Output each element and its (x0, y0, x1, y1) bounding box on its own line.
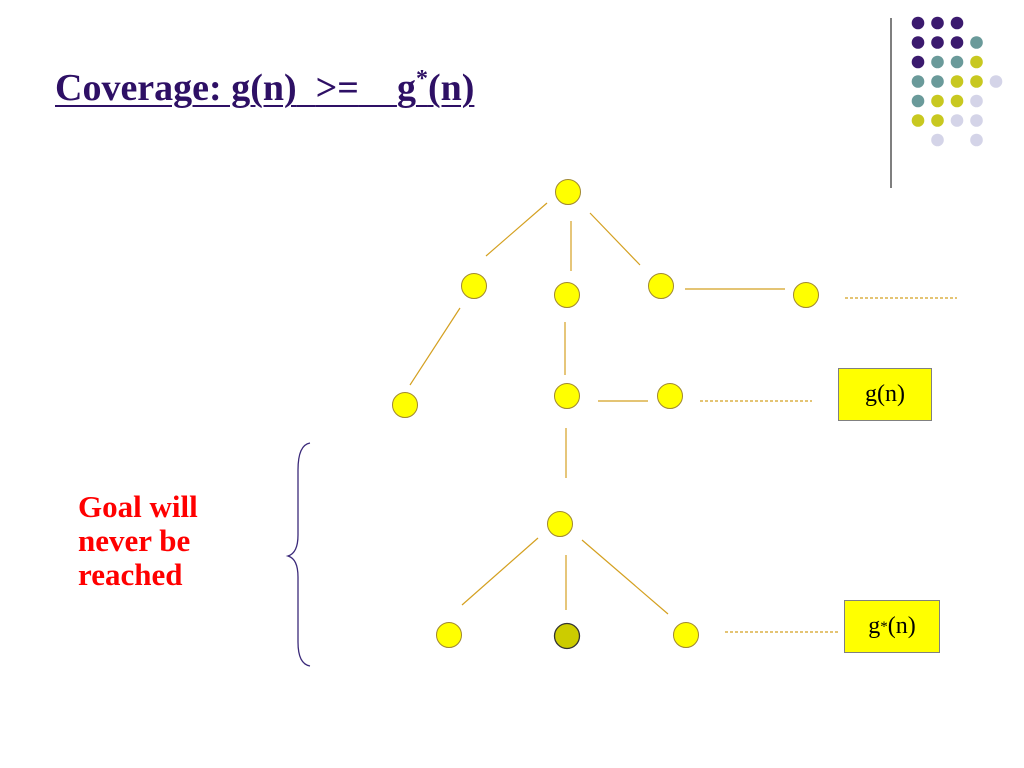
decorative-dot (989, 75, 1003, 88)
title-operator: >= (315, 67, 359, 109)
edge (589, 212, 641, 266)
slide-title: Coverage: g(n) >= g*(n) (55, 66, 474, 110)
gstar-label-tail: (n) (887, 613, 916, 639)
decorative-dot (911, 16, 925, 30)
tree-node (648, 273, 674, 299)
decorative-dot (931, 94, 944, 108)
tree-node (554, 383, 580, 409)
edge (461, 537, 539, 606)
decorative-dot (911, 55, 925, 69)
decorative-dot (931, 133, 944, 147)
decorative-dot (950, 36, 964, 49)
decorative-dot (911, 36, 925, 49)
decorative-dot (931, 55, 944, 69)
edge (409, 307, 461, 386)
decorative-dot (911, 94, 925, 108)
decorative-dot (950, 55, 964, 69)
gstar-label-base: g (868, 613, 881, 639)
edge (581, 539, 669, 615)
tree-node (657, 383, 683, 409)
curly-brace (285, 442, 311, 667)
title-rhs-tail: (n) (427, 67, 475, 109)
tree-node (673, 622, 699, 648)
decorative-dot (970, 114, 983, 127)
goal-note: Goal will never be reached (78, 489, 198, 593)
g-label-box: g(n) (838, 368, 932, 421)
decorative-dot (970, 75, 983, 88)
goal-node (553, 622, 581, 650)
tree-node (793, 282, 819, 308)
decorative-dot (970, 133, 983, 147)
decorative-dot (950, 75, 964, 88)
goal-note-line-3: reached (78, 557, 183, 593)
goal-note-line-2: never be (78, 523, 191, 559)
title-rhs-base: g (396, 67, 416, 109)
tree-node (436, 622, 462, 648)
tree-node (555, 179, 581, 205)
decorative-dot (931, 36, 944, 49)
decorative-dot (931, 114, 944, 127)
decorative-dot (970, 36, 983, 49)
tree-node (461, 273, 487, 299)
decorative-dot (950, 16, 964, 30)
title-rhs-sup: * (415, 66, 428, 92)
decorative-dot (950, 114, 964, 127)
title-main: Coverage: g(n) (55, 67, 297, 109)
decorative-dot (931, 75, 944, 88)
gstar-label-box: g*(n) (844, 600, 940, 653)
decorative-dot (970, 55, 983, 69)
tree-node (547, 511, 573, 537)
decorative-dot-grid (911, 16, 1003, 147)
goal-note-line-1: Goal will (78, 489, 198, 524)
decorative-dot (950, 94, 964, 108)
decorative-dot (931, 16, 944, 30)
decorative-dot (911, 75, 925, 88)
g-label-text: g(n) (865, 381, 905, 407)
edge (485, 202, 548, 257)
tree-edges (409, 202, 957, 633)
tree-node (392, 392, 418, 418)
decorative-dot (911, 114, 925, 127)
tree-nodes (392, 179, 819, 650)
tree-node (554, 282, 580, 308)
decorative-dot (970, 94, 983, 108)
